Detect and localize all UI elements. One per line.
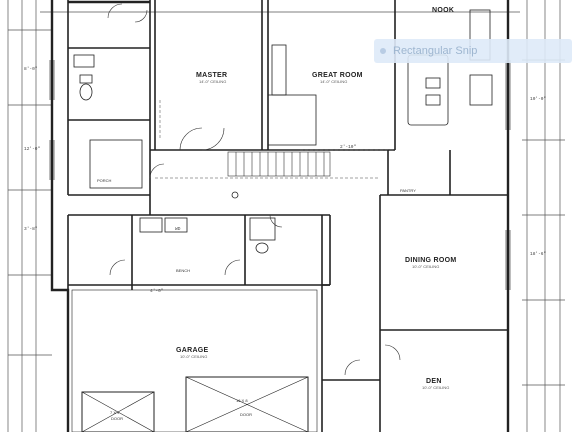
- interior-walls: [67, 0, 508, 432]
- room-sub-den: 10'-0" CEILING: [422, 385, 449, 390]
- dimension-text: 18'-6": [530, 251, 547, 257]
- room-label-den: DEN: [426, 378, 442, 385]
- dimension-text: 12'-0": [24, 146, 41, 152]
- room-label-great-room: GREAT ROOM: [312, 72, 363, 79]
- garage-area: [71, 289, 318, 432]
- rectangular-snip-tooltip[interactable]: Rectangular Snip: [374, 39, 572, 63]
- exterior-walls: [50, 0, 510, 432]
- dimension-text: 2'-10": [340, 144, 357, 150]
- dimension-text: 10'-0": [530, 96, 547, 102]
- fixtures: [73, 9, 493, 254]
- room-sub-dining-room: 10'-0" CEILING: [412, 264, 439, 269]
- room-label-garage: GARAGE: [176, 347, 209, 354]
- garage-door-1-size: 7 X 9: [110, 410, 120, 415]
- garage-door-1-label: DOOR: [111, 416, 123, 421]
- dimension-text: 4'-0": [150, 288, 164, 294]
- room-label-porch: PORCH: [97, 178, 112, 183]
- door-swings: [107, 3, 401, 376]
- room-label-pantry: PANTRY: [400, 188, 416, 193]
- garage-door-2-size: 16 X 8: [236, 398, 248, 403]
- room-label-dining-room: DINING ROOM: [405, 257, 457, 264]
- snip-icon: [380, 48, 386, 54]
- tooltip-text: Rectangular Snip: [393, 45, 478, 57]
- windows: [49, 60, 511, 290]
- room-label-bench: BENCH: [176, 268, 190, 273]
- dashed-lines: [155, 100, 395, 179]
- dimension-text: 3'-8": [24, 226, 38, 232]
- dimension-text: WD: [175, 226, 181, 232]
- room-sub-master: 14'-0" CEILING: [199, 79, 226, 84]
- room-label-nook: NOOK: [432, 7, 454, 14]
- garage-door-2-label: DOOR: [240, 412, 252, 417]
- room-sub-garage: 10'-0" CEILING: [180, 354, 207, 359]
- staircase: [227, 151, 331, 177]
- dimension-text: 8'-0": [24, 66, 38, 72]
- room-sub-great-room: 14'-0" CEILING: [320, 79, 347, 84]
- room-label-master: MASTER: [196, 72, 227, 79]
